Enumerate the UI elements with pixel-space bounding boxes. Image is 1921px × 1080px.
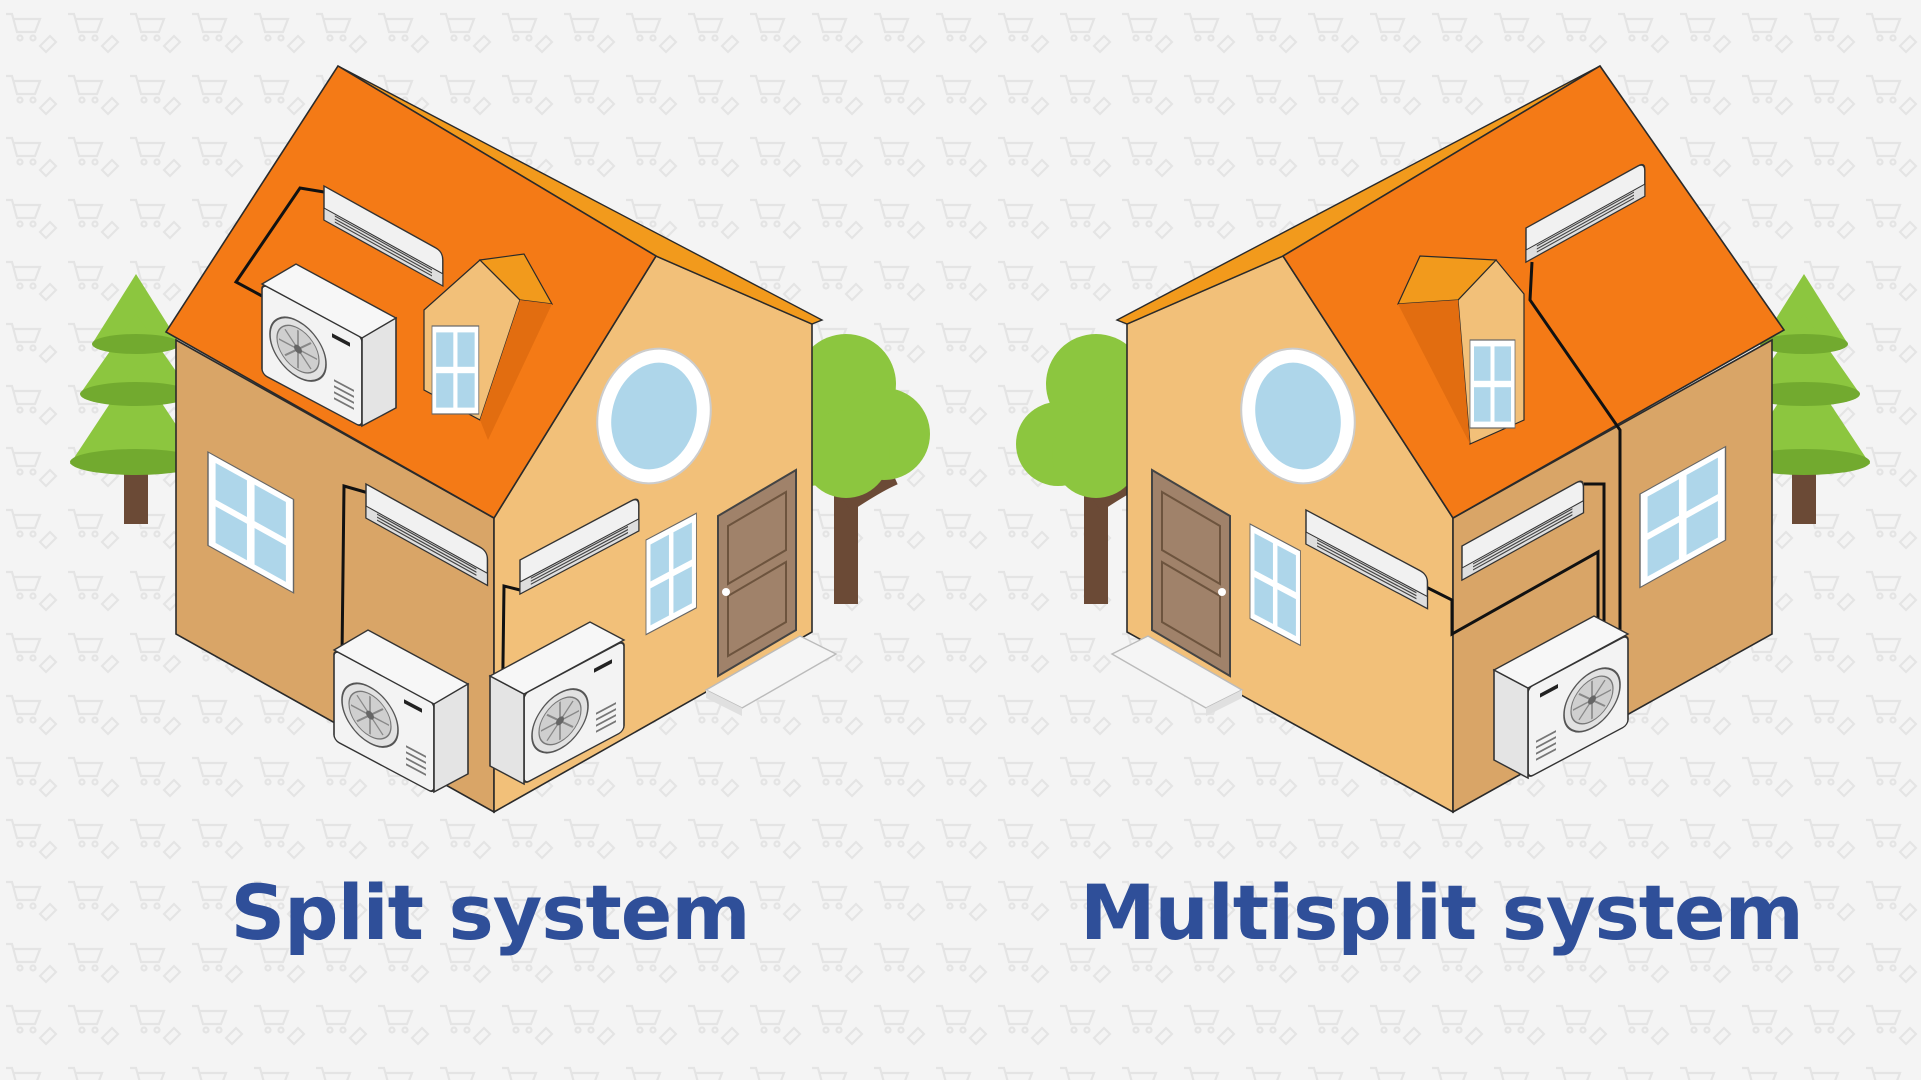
multisplit-system-caption: Multisplit system (1080, 868, 1804, 957)
right-house-roof (1281, 64, 1786, 520)
door (1110, 468, 1244, 716)
oval-window (596, 347, 712, 485)
dormer (1397, 255, 1525, 445)
left-house-roof (164, 64, 658, 520)
dormer (423, 253, 554, 440)
outdoor-condenser-icon (488, 621, 626, 786)
outdoor-condenser-icon (1492, 615, 1630, 780)
split-system-caption: Split system (230, 868, 750, 957)
door (704, 468, 838, 716)
refrigerant-pipes (1423, 261, 1622, 650)
oval-window (1240, 347, 1356, 485)
outdoor-condenser-icon (260, 263, 398, 429)
split-system-house (70, 64, 930, 814)
outdoor-condenser-icon (332, 629, 470, 795)
multisplit-system-house (1016, 64, 1870, 814)
